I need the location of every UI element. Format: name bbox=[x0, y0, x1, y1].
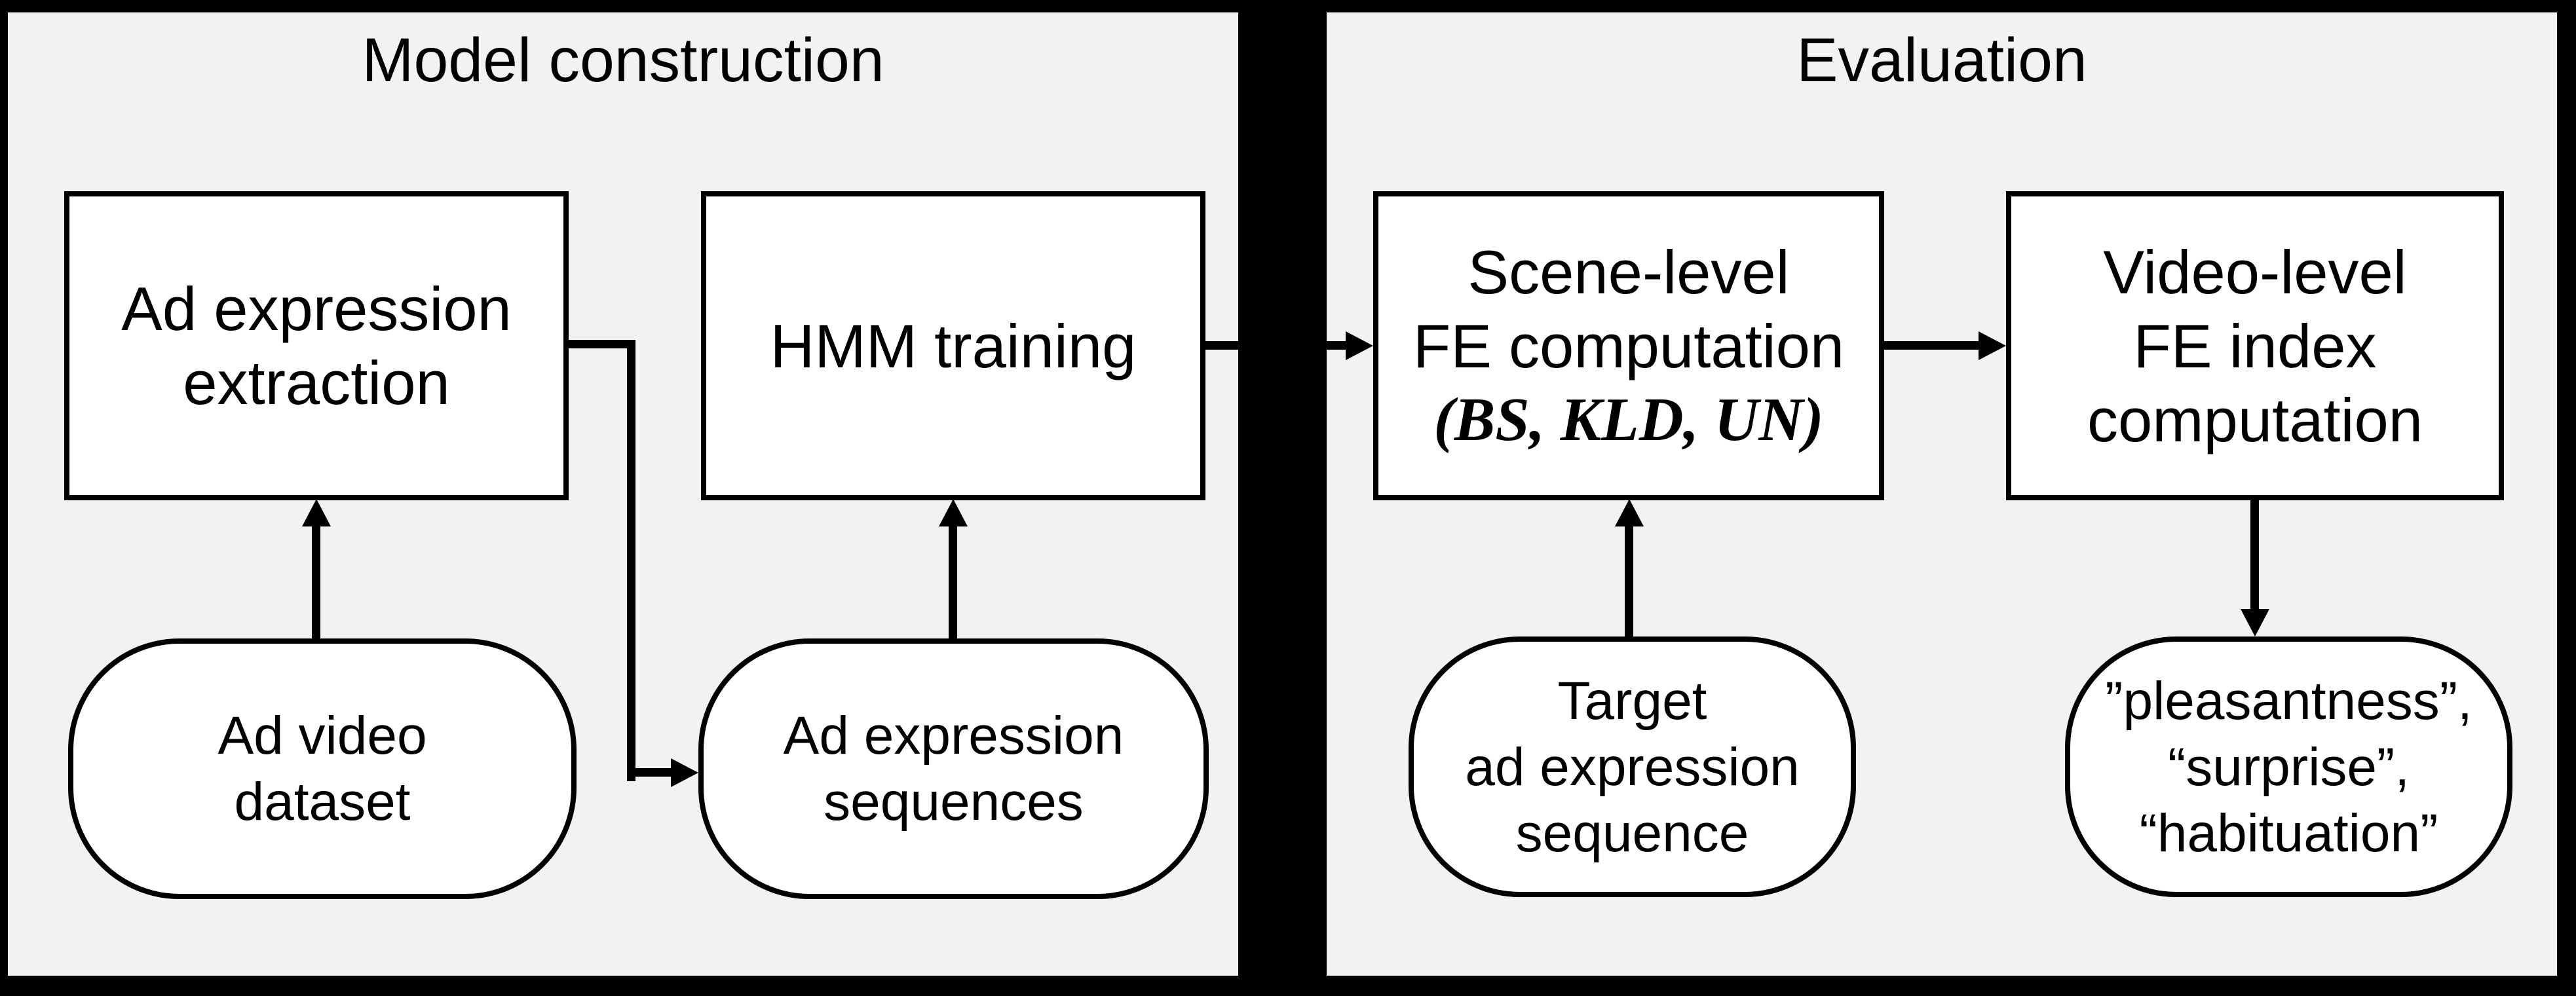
node-line: “surprise”, bbox=[2167, 737, 2410, 797]
node-line: “habituation” bbox=[2139, 803, 2438, 863]
node-line: Ad expression bbox=[121, 274, 512, 343]
arrow-extraction-to-sequences-seg2 bbox=[627, 340, 635, 781]
arrow-extraction-to-sequences-seg1 bbox=[567, 340, 635, 348]
arrow-scene-to-video-shaft bbox=[1884, 341, 1980, 350]
node-scene-level-fe-computation: Scene-level FE computation (BS, KLD, UN) bbox=[1373, 191, 1884, 500]
arrow-hmm-to-scene-shaft bbox=[1205, 341, 1347, 350]
node-line: sequence bbox=[1515, 803, 1749, 863]
arrow-extraction-to-sequences-head-icon bbox=[671, 758, 698, 787]
node-ad-expression-sequences: Ad expression sequences bbox=[698, 638, 1209, 899]
node-line: Target bbox=[1557, 671, 1707, 731]
node-line: Video-level bbox=[2103, 237, 2407, 306]
arrow-dataset-to-extraction-head-icon bbox=[302, 499, 331, 526]
node-hmm-training: HMM training bbox=[701, 191, 1205, 500]
node-line: Scene-level bbox=[1468, 237, 1790, 306]
node-line: computation bbox=[2087, 385, 2423, 454]
node-line: FE computation bbox=[1412, 311, 1845, 380]
node-ad-expression-extraction: Ad expression extraction bbox=[64, 191, 569, 500]
node-ad-video-dataset: Ad video dataset bbox=[68, 638, 577, 899]
node-line: Ad expression bbox=[783, 706, 1124, 765]
node-fe-indices: ”pleasantness”, “surprise”, “habituation… bbox=[2065, 636, 2512, 897]
node-line: HMM training bbox=[770, 311, 1137, 380]
node-line-math: (BS, KLD, UN) bbox=[1433, 385, 1824, 454]
arrow-video-to-indices-shaft bbox=[2250, 500, 2259, 612]
node-line: ad expression bbox=[1465, 737, 1800, 797]
arrow-sequences-to-hmm-head-icon bbox=[939, 499, 968, 526]
arrow-target-to-scene-shaft bbox=[1625, 523, 1633, 640]
arrow-dataset-to-extraction-shaft bbox=[312, 523, 320, 640]
node-line: sequences bbox=[824, 772, 1084, 832]
arrow-hmm-to-scene-head-icon bbox=[1346, 331, 1373, 360]
panel-title-model-construction: Model construction bbox=[362, 26, 884, 95]
node-line: dataset bbox=[234, 772, 411, 832]
node-target-ad-expression-sequence: Target ad expression sequence bbox=[1409, 636, 1856, 897]
arrow-video-to-indices-head-icon bbox=[2241, 609, 2269, 636]
panel-title-evaluation: Evaluation bbox=[1796, 26, 2087, 95]
node-line: Ad video bbox=[218, 706, 427, 765]
node-line: FE index bbox=[2133, 311, 2377, 380]
node-line: extraction bbox=[183, 348, 450, 417]
arrow-extraction-to-sequences-seg3 bbox=[627, 768, 672, 777]
arrow-target-to-scene-head-icon bbox=[1615, 499, 1644, 526]
arrow-scene-to-video-head-icon bbox=[1979, 331, 2006, 360]
node-line: ”pleasantness”, bbox=[2105, 671, 2472, 731]
node-video-level-fe-index-computation: Video-level FE index computation bbox=[2006, 191, 2504, 500]
arrow-sequences-to-hmm-shaft bbox=[949, 523, 957, 640]
